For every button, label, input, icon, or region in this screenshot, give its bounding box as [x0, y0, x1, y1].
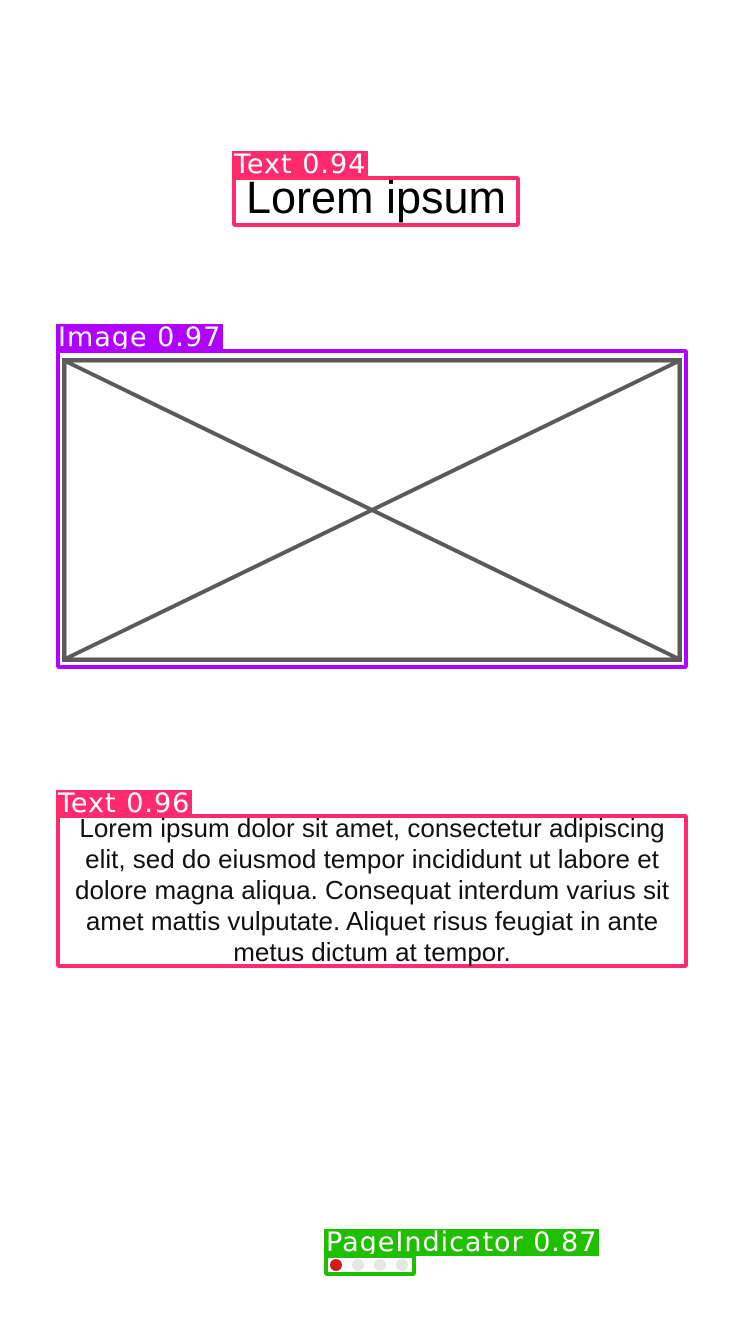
image-detection-label: Image 0.97 — [56, 322, 224, 353]
title-detection-label: Text 0.94 — [232, 149, 369, 180]
image-placeholder-frame — [62, 358, 682, 662]
title-detection-box — [232, 176, 520, 227]
page-indicator-detection-label: PageIndicator 0.87 — [324, 1227, 600, 1258]
page-dot[interactable] — [374, 1259, 386, 1271]
page-indicator-detection-box — [324, 1254, 416, 1276]
body-detection-box — [56, 814, 688, 968]
page-dot-active[interactable] — [330, 1259, 342, 1271]
page-title: Lorem ipsum — [245, 172, 507, 223]
image-placeholder-diagonal-2 — [64, 359, 680, 661]
body-detection-label: Text 0.96 — [56, 788, 193, 819]
body-text: Lorem ipsum dolor sit amet, consectetur … — [74, 813, 669, 966]
page-dot[interactable] — [352, 1259, 364, 1271]
page-dot[interactable] — [396, 1259, 408, 1271]
image-detection-box — [56, 349, 688, 669]
page-indicator[interactable] — [330, 1257, 408, 1273]
image-placeholder — [62, 358, 682, 662]
